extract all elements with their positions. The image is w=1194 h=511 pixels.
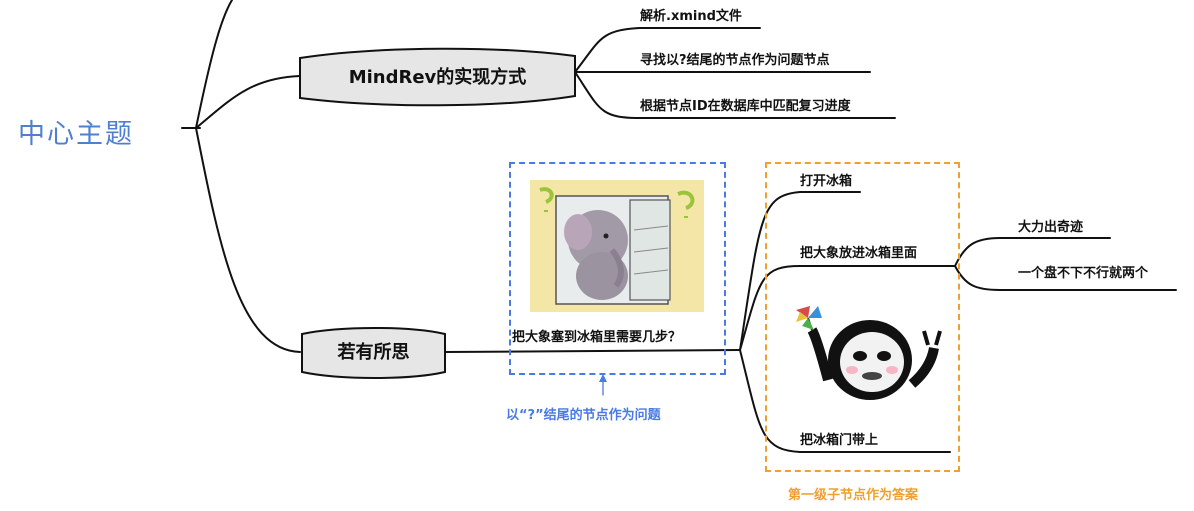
branch-mindrev[interactable]: MindRev的实现方式 xyxy=(348,67,527,88)
connector-b1-leaf1 xyxy=(574,27,761,73)
connector-b2-question xyxy=(444,349,741,353)
answer-put-elephant[interactable]: 把大象放进冰箱里面 xyxy=(800,246,918,261)
branch-ruoyousisi[interactable]: 若有所思 xyxy=(337,342,410,363)
answer-highlight-box xyxy=(765,162,960,472)
connector-b1-leaf3 xyxy=(574,71,896,119)
answer-note: 第一级子节点作为答案 xyxy=(788,488,919,503)
connector-q-answer1 xyxy=(739,191,861,351)
connector-root-branch1 xyxy=(195,75,301,129)
sub-answer-two-plates[interactable]: 一个盘不下不行就两个 xyxy=(1018,266,1149,281)
leaf-find-question-nodes[interactable]: 寻找以?结尾的节点作为问题节点 xyxy=(640,53,830,68)
question-note: 以“?”结尾的节点作为问题 xyxy=(506,408,661,423)
question-highlight-box xyxy=(509,162,726,375)
branch1-pill-shape xyxy=(299,47,576,107)
question-node-label[interactable]: 把大象塞到冰箱里需要几步？ xyxy=(512,330,682,345)
connector-q-answer2 xyxy=(739,265,956,351)
answer-close-door[interactable]: 把冰箱门带上 xyxy=(800,433,879,448)
sub-answer-brute-force[interactable]: 大力出奇迹 xyxy=(1018,220,1084,235)
leaf-match-progress[interactable]: 根据节点ID在数据库中匹配复习进度 xyxy=(640,99,851,114)
branch2-pill-shape xyxy=(301,327,446,379)
connector-root-top xyxy=(195,0,233,129)
connector-q-answer3 xyxy=(739,349,951,453)
leaf-parse-xmind[interactable]: 解析.xmind文件 xyxy=(640,9,742,24)
root-topic[interactable]: 中心主题 xyxy=(18,119,134,150)
answer-open-fridge[interactable]: 打开冰箱 xyxy=(800,174,853,189)
panda-meme-image xyxy=(796,306,942,400)
connector-root-branch2 xyxy=(195,127,301,353)
elephant-fridge-image xyxy=(530,180,704,312)
